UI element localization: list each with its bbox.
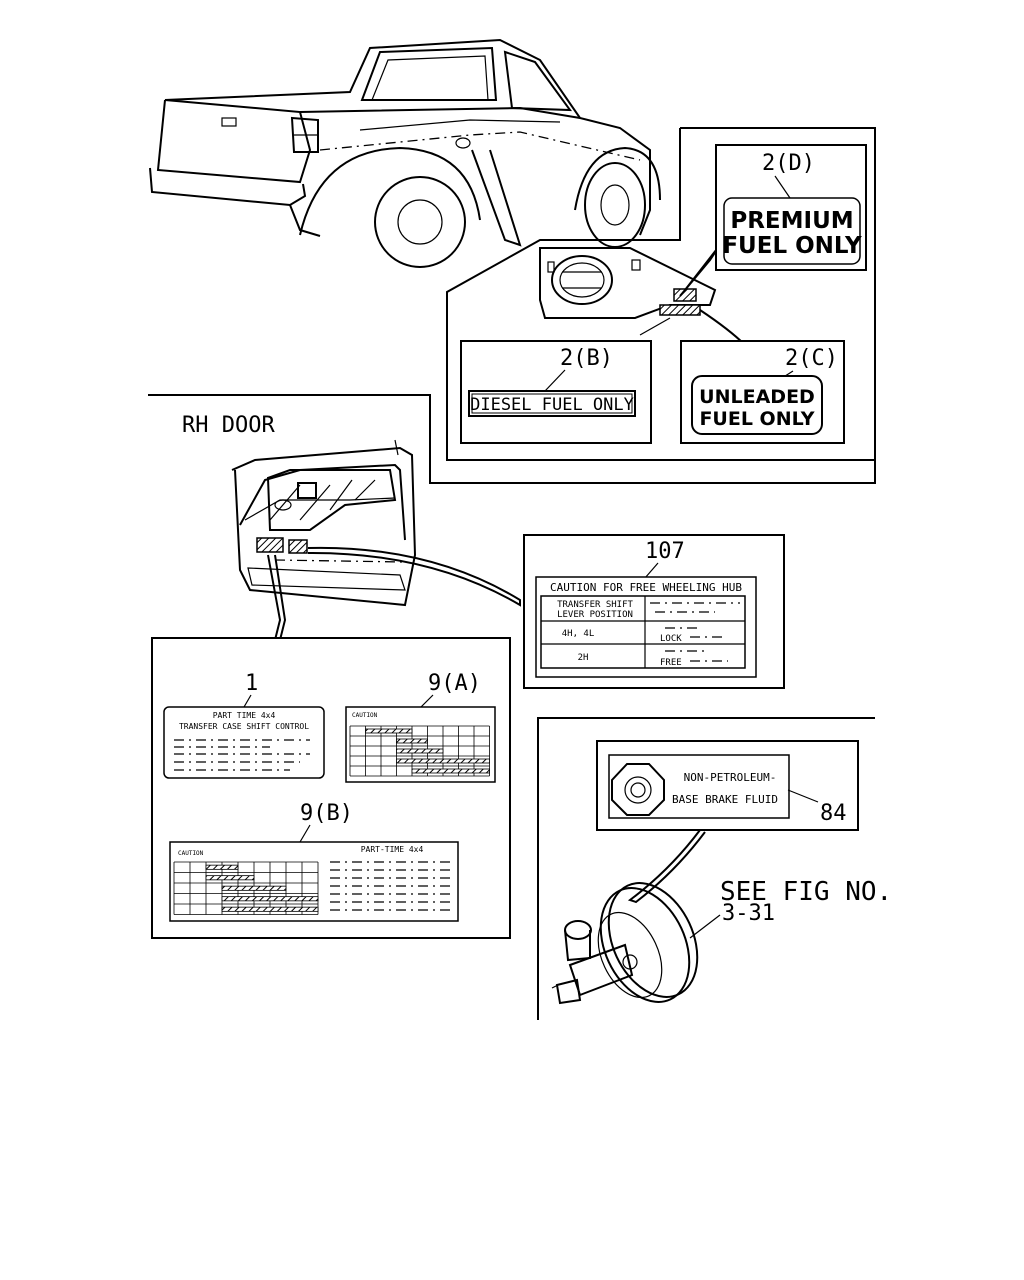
callout-2c: 2(C) [785,346,838,371]
label-premium-fuel: 2(D) PREMIUM FUEL ONLY [715,144,867,271]
part9b-text-lines [330,861,452,911]
part9a-heading: CAUTION [352,712,378,719]
unleaded-line1: UNLEADED [699,386,815,408]
pickup-truck-illustration [149,38,661,268]
hub-row3: 2H [578,653,589,663]
part1-line2: TRANSFER CASE SHIFT CONTROL [179,722,309,731]
grid-bar [396,748,444,754]
door-labels-panel: 1 PART TIME 4x4 TRANSFER CASE SHIFT CONT… [151,637,511,939]
part1-line1: PART TIME 4x4 [213,711,276,720]
part9a-grid [349,725,490,777]
part9b-title: PART-TIME 4x4 [361,845,424,854]
callout-9a: 9(A) [428,671,481,696]
hub-row1a: TRANSFER SHIFT [557,600,633,610]
grid-bar [396,738,428,744]
hub-row2: 4H, 4L [562,629,595,639]
unleaded-line2: FUEL ONLY [699,408,814,430]
callout-107: 107 [645,539,685,564]
brake-line2: BASE BRAKE FLUID [672,793,778,806]
grid-bar [221,906,319,912]
hub-row3-value: FREE [660,658,682,668]
brake-section: NON-PETROLEUM- BASE BRAKE FLUID 84 SEE F… [537,717,892,1020]
diesel-text: DIESEL FUEL ONLY [470,395,634,415]
grid-bar [221,896,319,902]
grid-bar [411,768,490,774]
callout-2d: 2(D) [762,151,815,176]
grid-bar [396,758,490,764]
callout-1: 1 [245,671,258,696]
hub-title: CAUTION FOR FREE WHEELING HUB [550,581,742,594]
grid-bar [221,885,287,891]
hub-row1b: LEVER POSITION [557,610,633,620]
label-free-wheeling-hub: 107 CAUTION FOR FREE WHEELING HUB TRANSF… [523,534,785,689]
grid-bar [365,728,413,734]
part9b-grid [173,861,319,915]
callout-84: 84 [820,801,847,826]
callout-2b: 2(B) [560,346,613,371]
premium-line2: FUEL ONLY [722,233,862,259]
brake-line1: NON-PETROLEUM- [684,771,777,784]
grid-bar [205,875,255,881]
rh-door-heading: RH DOOR [182,413,275,438]
callout-9b: 9(B) [300,801,353,826]
hub-row2-value: LOCK [660,634,682,644]
part9b-heading: CAUTION [178,850,204,857]
see-fig-line2: 3-31 [722,901,775,926]
premium-line1: PREMIUM [730,208,853,234]
label-unleaded-fuel: 2(C) UNLEADED FUEL ONLY [680,340,845,444]
label-diesel-fuel: 2(B) DIESEL FUEL ONLY [460,340,652,444]
see-fig-line1: SEE FIG NO. [720,877,892,907]
grid-bar [205,864,239,870]
rh-door-illustration [231,439,521,641]
